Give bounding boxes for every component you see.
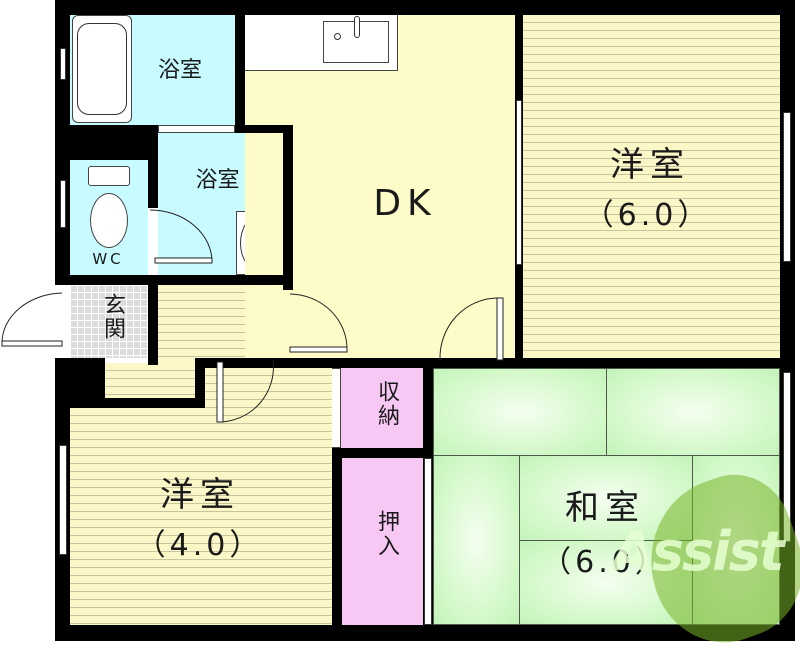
- western-room-1-label: 洋室: [610, 145, 690, 185]
- wall-entrance-right: [148, 285, 158, 365]
- bathroom-label: 浴室: [157, 58, 202, 83]
- western-room-2-size: （4.0）: [135, 528, 264, 563]
- toilet-label: WC: [92, 250, 124, 268]
- closet-label: 押入: [374, 510, 399, 558]
- wall-bath-bottom: [70, 125, 158, 160]
- closet: [342, 458, 423, 625]
- western-room-1: [523, 15, 780, 358]
- washroom-label: 浴室: [195, 168, 240, 193]
- window-wc[interactable]: [60, 180, 66, 228]
- storage: [340, 368, 423, 448]
- wall-left: [55, 0, 70, 285]
- toilet-tank: [88, 166, 130, 186]
- wall-storage-bottom: [332, 448, 433, 458]
- tatami-mat: [606, 368, 780, 456]
- sliding-door-closet[interactable]: [424, 458, 432, 625]
- faucet: [354, 16, 360, 38]
- tatami-mat: [433, 455, 520, 625]
- storage-door: [331, 368, 341, 448]
- wall-hall-bottom: [70, 398, 205, 408]
- japanese-room-size: （6.0）: [541, 545, 669, 580]
- storage-label: 収納: [374, 380, 399, 428]
- window-western-2[interactable]: [59, 445, 67, 555]
- wall-top: [55, 0, 795, 15]
- sliding-door-dk[interactable]: [516, 100, 522, 265]
- western-room-1-size: （6.0）: [583, 198, 712, 233]
- entrance-label: 玄関: [100, 293, 125, 341]
- drain: [334, 33, 341, 40]
- window-western-1[interactable]: [783, 112, 791, 262]
- japanese-room-label: 和室: [565, 488, 645, 528]
- wall-washroom-right: [283, 125, 293, 290]
- western-room-2-label: 洋室: [160, 475, 240, 515]
- wall-hall-step: [195, 358, 205, 408]
- window-bath[interactable]: [60, 48, 66, 80]
- wall-wc-bottom: [70, 275, 293, 285]
- entrance: [70, 285, 148, 358]
- hallway-lower: [105, 363, 200, 398]
- western-room-2-upper: [205, 368, 332, 413]
- wall-bath-right: [235, 15, 245, 133]
- wall-dk-bottom: [205, 358, 780, 368]
- dk-label: DK: [373, 183, 437, 224]
- wall-wc-right: [148, 133, 158, 208]
- tatami-mat: [433, 368, 607, 456]
- watermark-text: Assist: [612, 520, 785, 583]
- wall-bottom: [55, 625, 795, 641]
- toilet-seat: [90, 193, 128, 248]
- bathtub-inner: [77, 23, 127, 115]
- bath-door[interactable]: [158, 125, 235, 133]
- wall-closet-left: [332, 458, 342, 625]
- western-room-2: [70, 408, 332, 625]
